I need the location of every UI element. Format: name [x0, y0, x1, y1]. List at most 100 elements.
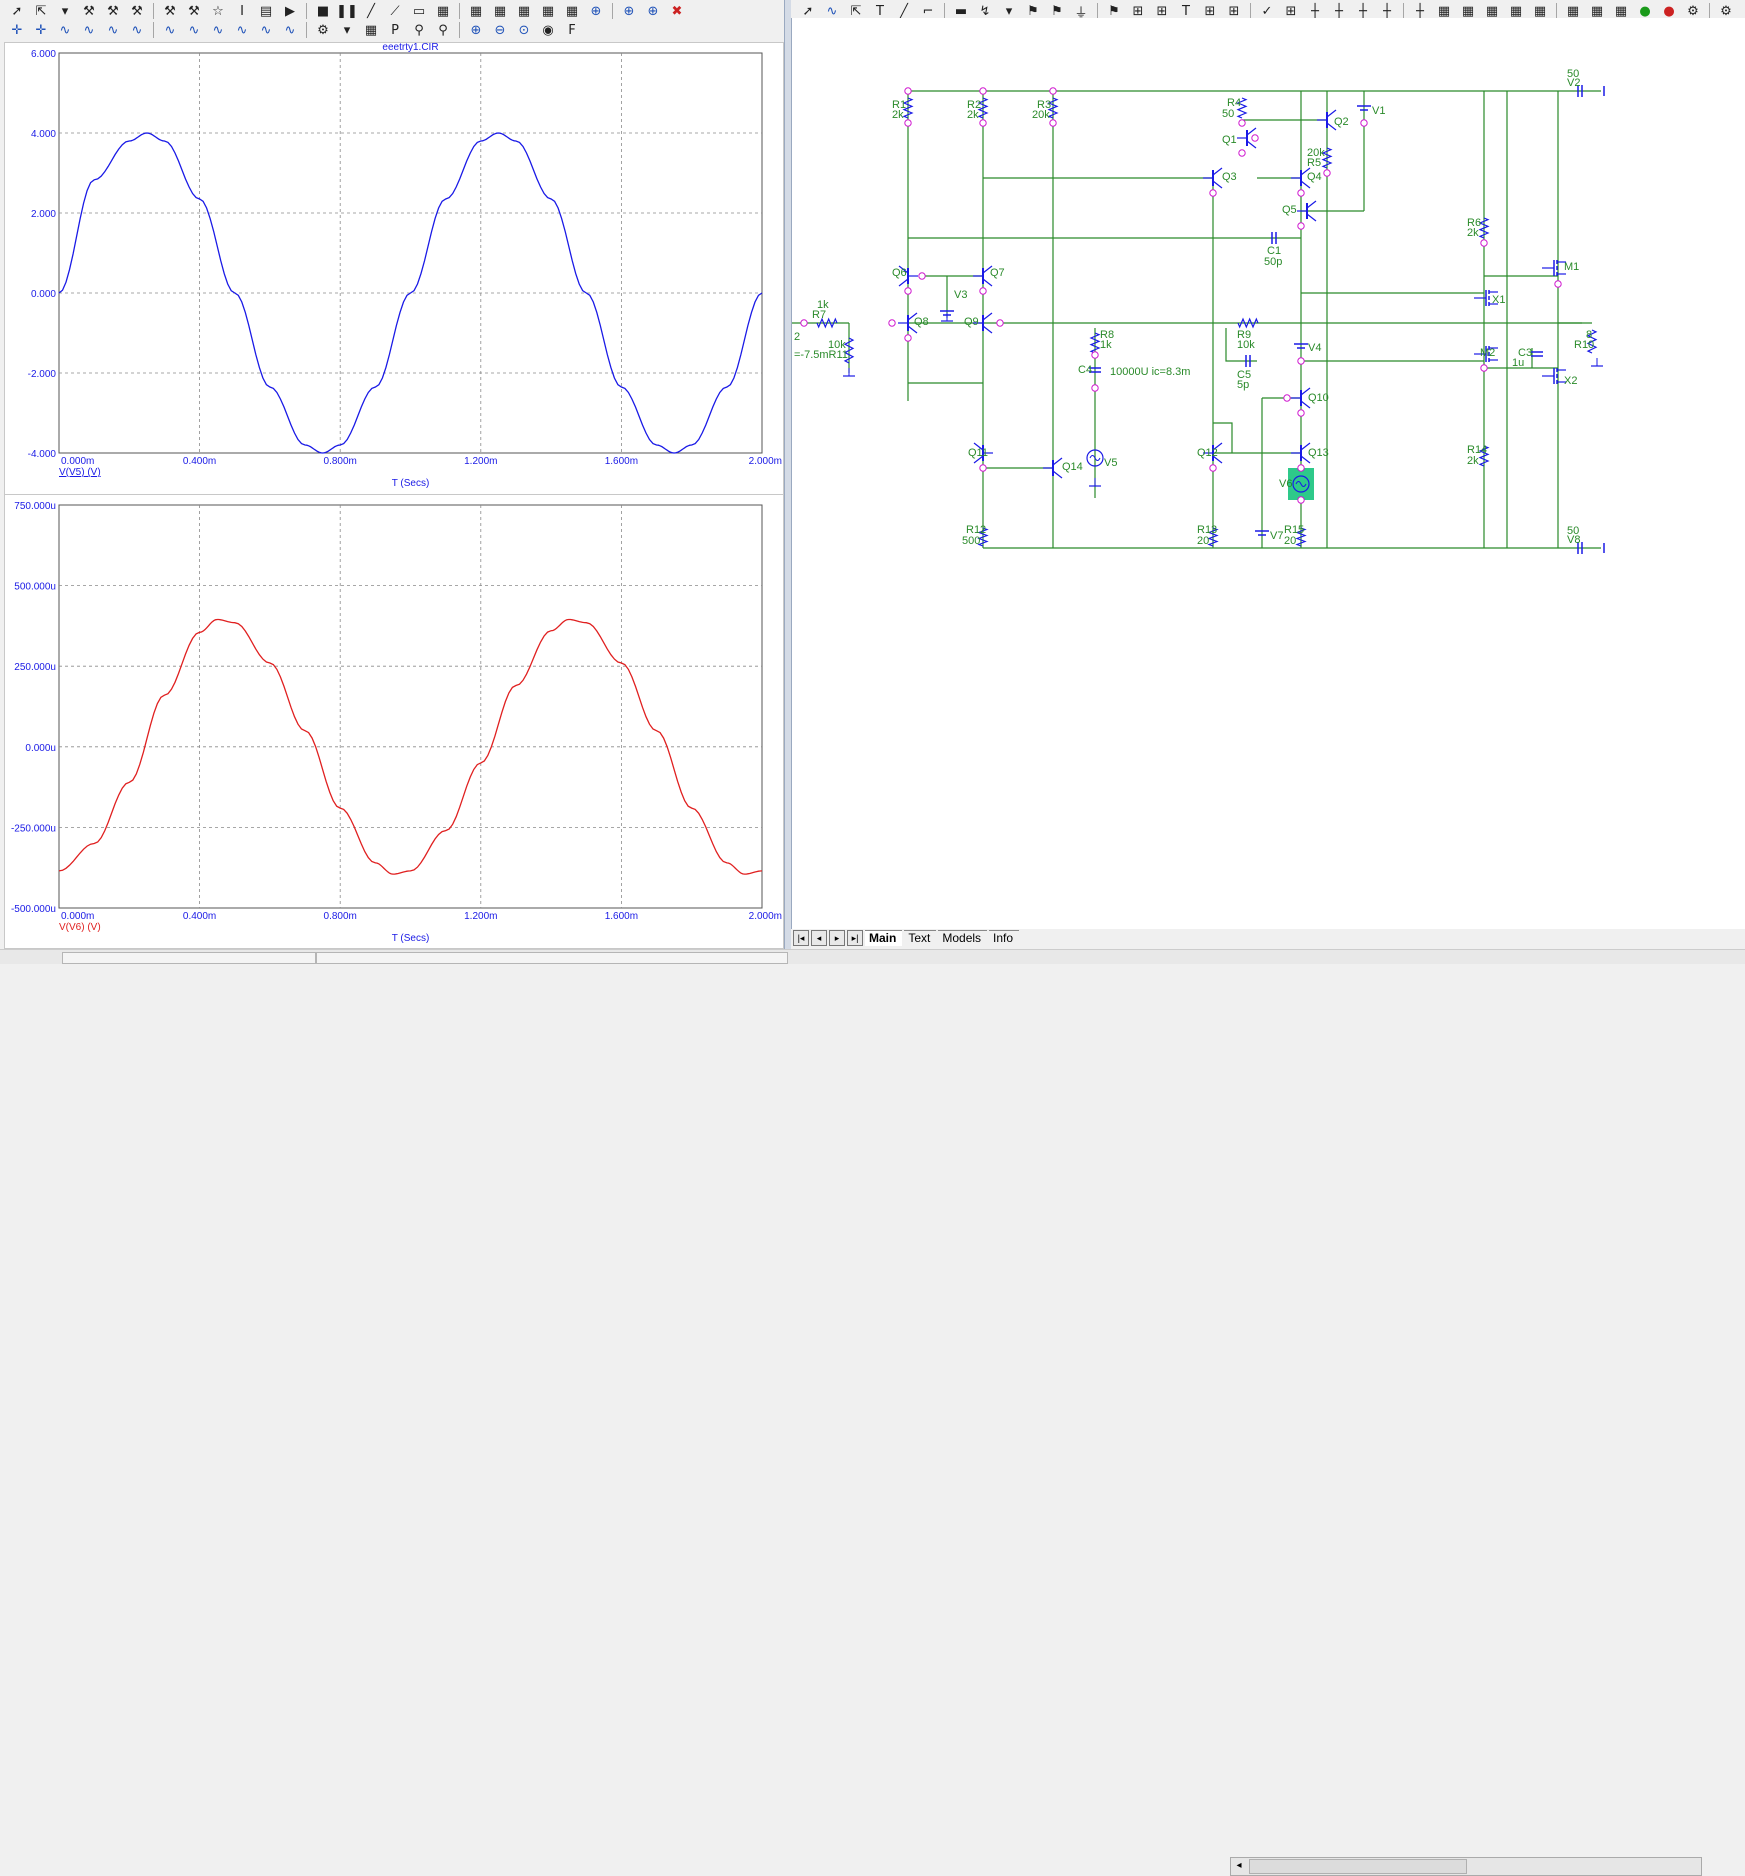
node-marker[interactable]	[1480, 239, 1488, 247]
gnd-icon[interactable]: ⏚	[1074, 5, 1088, 21]
first-sheet-button[interactable]: |◂	[793, 930, 809, 946]
node-marker[interactable]	[918, 272, 926, 280]
red-icon[interactable]: ●	[1663, 3, 1675, 19]
node-marker[interactable]	[1209, 189, 1217, 197]
transistor-symbol[interactable]	[1317, 109, 1337, 131]
wave-icon[interactable]: ∿	[131, 22, 143, 38]
tools-icon[interactable]: ⚒	[188, 3, 200, 19]
line-icon[interactable]: ╱	[900, 3, 908, 19]
cursor-icon[interactable]: ⇱	[850, 3, 862, 19]
grid-icon[interactable]: ▦	[493, 3, 507, 19]
net-icon[interactable]: ┼	[1359, 3, 1367, 19]
flag-icon[interactable]: ⚑	[1051, 3, 1063, 19]
page-icon[interactable]: ▤	[259, 3, 273, 19]
globe-icon[interactable]: ◉	[542, 22, 554, 38]
tab-info[interactable]: Info	[989, 930, 1020, 946]
node-marker[interactable]	[1091, 384, 1099, 392]
grid-icon[interactable]: ▦	[541, 3, 555, 19]
grid-icon[interactable]: ▦	[1437, 3, 1451, 19]
cross-icon[interactable]: ✛	[11, 22, 23, 38]
tools-icon[interactable]: ⚒	[131, 3, 143, 19]
settings-icon[interactable]: ⚙	[317, 22, 329, 38]
text-icon[interactable]: T	[876, 3, 884, 19]
scroll-left-icon[interactable]: ◂	[1236, 1860, 1242, 1871]
capacitor-symbol[interactable]	[1577, 542, 1583, 554]
resistor-symbol[interactable]	[1478, 217, 1490, 239]
resistor-symbol[interactable]	[902, 97, 914, 119]
trace-line[interactable]	[58, 618, 763, 875]
resistor-symbol[interactable]	[1047, 97, 1059, 119]
grid-icon[interactable]: ▦	[1614, 3, 1628, 19]
grid-icon[interactable]: ▦	[1533, 3, 1547, 19]
arrow-icon[interactable]: ➚	[11, 3, 23, 19]
resistor-symbol[interactable]	[1586, 329, 1598, 354]
resistor-symbol[interactable]	[977, 527, 989, 547]
mosfet-symbol[interactable]	[1542, 260, 1566, 276]
probe-icon[interactable]: ↯	[979, 3, 991, 19]
trace-line[interactable]	[58, 132, 763, 454]
transistor-symbol[interactable]	[1291, 167, 1311, 189]
node-marker[interactable]	[1238, 149, 1246, 157]
node-marker[interactable]	[1238, 119, 1246, 127]
grid-icon[interactable]: ▦	[436, 3, 450, 19]
wave-icon[interactable]: ∿	[188, 22, 200, 38]
node-marker[interactable]	[1251, 134, 1259, 142]
component-icon[interactable]: ⊞	[1156, 3, 1168, 19]
node-marker[interactable]	[1049, 119, 1057, 127]
path-icon[interactable]: ⌐	[922, 3, 934, 19]
node-marker[interactable]	[979, 464, 987, 472]
close-red-icon[interactable]: ✖	[671, 3, 683, 19]
capacitor-symbol[interactable]	[1271, 232, 1277, 244]
zoom-fit-icon[interactable]: ⊙	[518, 22, 530, 38]
node-marker[interactable]	[1297, 357, 1305, 365]
text-cursor-icon[interactable]: I	[240, 3, 244, 19]
tab-text[interactable]: Text	[904, 930, 937, 946]
net-icon[interactable]: ┼	[1335, 3, 1343, 19]
node-marker[interactable]	[1091, 351, 1099, 359]
transistor-symbol[interactable]	[898, 312, 918, 334]
grid-icon[interactable]: ▦	[1509, 3, 1523, 19]
transistor-symbol[interactable]	[1043, 457, 1063, 479]
stop-icon[interactable]: ■	[316, 3, 330, 19]
resistor-symbol[interactable]	[1236, 97, 1248, 119]
node-marker[interactable]	[979, 87, 987, 95]
node-marker[interactable]	[904, 119, 912, 127]
resistor-symbol[interactable]	[843, 337, 855, 364]
transistor-symbol[interactable]	[973, 442, 993, 464]
dropdown-icon[interactable]: ▾	[61, 3, 69, 19]
wave-icon[interactable]: ∿	[260, 22, 272, 38]
resistor-symbol[interactable]	[816, 317, 838, 329]
wave-icon[interactable]: ∿	[59, 22, 71, 38]
node-marker[interactable]	[996, 319, 1004, 327]
wave-icon[interactable]: ∿	[107, 22, 119, 38]
wave-icon[interactable]: ∿	[826, 3, 838, 19]
mosfet-symbol[interactable]	[1542, 368, 1566, 384]
transistor-symbol[interactable]	[973, 312, 993, 334]
trace-label[interactable]: V(V6) (V)	[59, 922, 101, 933]
node-marker[interactable]	[979, 287, 987, 295]
gear-icon[interactable]: ⚙	[1720, 3, 1732, 19]
select-icon[interactable]: ➚	[802, 3, 814, 19]
node-marker[interactable]	[1049, 87, 1057, 95]
cursor-ellipsis-icon[interactable]: ⇱	[35, 3, 47, 19]
capacitor-symbol[interactable]	[1577, 85, 1583, 97]
component-icon[interactable]: ⊞	[1228, 3, 1240, 19]
resistor-symbol[interactable]	[1321, 147, 1333, 169]
text-icon[interactable]: T	[1182, 3, 1190, 19]
prev-sheet-button[interactable]: ◂	[811, 930, 827, 946]
resistor-symbol[interactable]	[1237, 317, 1259, 329]
play-icon[interactable]: ▶	[285, 3, 295, 19]
voltage-source-symbol[interactable]	[1288, 468, 1314, 500]
check-icon[interactable]: ✓	[1261, 3, 1273, 19]
next-sheet-button[interactable]: ▸	[829, 930, 845, 946]
win-icon[interactable]: ▭	[412, 3, 426, 19]
wave-icon[interactable]: ∿	[83, 22, 95, 38]
wave-icon[interactable]: ∿	[284, 22, 296, 38]
tools-icon[interactable]: ⚒	[107, 3, 119, 19]
component-icon[interactable]: ⊞	[1132, 3, 1144, 19]
net-icon[interactable]: ┼	[1311, 3, 1319, 19]
label-icon[interactable]: ⚲	[438, 22, 448, 38]
star-icon[interactable]: ☆	[212, 3, 224, 19]
